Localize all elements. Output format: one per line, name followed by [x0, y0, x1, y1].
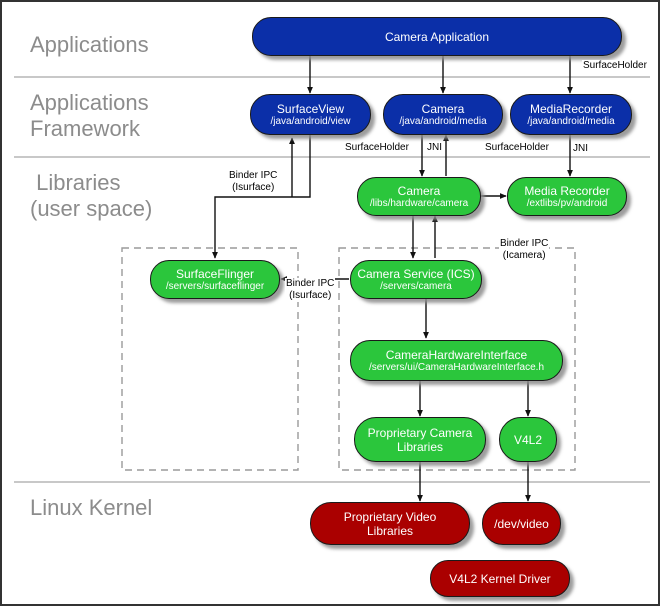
node-subtitle: /libs/hardware/camera	[369, 197, 469, 209]
node-subtitle: /servers/camera	[380, 280, 452, 292]
edge-label-binder-ipc-isurface-top: Binder IPC (Isurface)	[228, 170, 279, 194]
dashed-group-surfaceflinger	[121, 247, 299, 471]
node-title: Media Recorder	[524, 183, 610, 198]
node-dev-video[interactable]: /dev/video	[482, 502, 561, 545]
dashed-group-camera-stack	[338, 247, 576, 471]
node-camera-java[interactable]: Camera /java/android/media	[383, 94, 503, 135]
node-media-recorder-lib[interactable]: Media Recorder /extlibs/pv/android	[507, 177, 627, 216]
node-subtitle: /servers/surfaceflinger	[165, 280, 265, 292]
node-subtitle: /extlibs/pv/android	[526, 197, 608, 209]
node-mediarecorder-java[interactable]: MediaRecorder /java/android/media	[510, 94, 632, 135]
node-v4l2[interactable]: V4L2	[499, 417, 557, 462]
node-camera-hardware-interface[interactable]: CameraHardwareInterface /servers/ui/Came…	[350, 340, 563, 381]
node-v4l2-kernel-driver[interactable]: V4L2 Kernel Driver	[430, 560, 570, 597]
node-subtitle: /java/android/media	[399, 115, 487, 127]
node-subtitle: /java/android/media	[527, 115, 615, 127]
node-proprietary-video-libraries[interactable]: Proprietary Video Libraries	[310, 502, 470, 545]
edge-label-jni-camera: JNI	[426, 142, 443, 153]
node-proprietary-camera-libraries[interactable]: Proprietary Camera Libraries	[354, 417, 486, 462]
dashed-group-boxes	[121, 247, 576, 471]
layer-label-applications-framework: Applications Framework	[30, 90, 149, 141]
node-title: CameraHardwareInterface	[385, 347, 528, 362]
node-title: Camera	[397, 183, 441, 198]
edge-label-surfaceholder-mediarecorder: SurfaceHolder	[484, 142, 550, 153]
layer-label-linux-kernel: Linux Kernel	[30, 495, 153, 520]
node-surfaceflinger[interactable]: SurfaceFlinger /servers/surfaceflinger	[150, 260, 280, 299]
node-camera-service[interactable]: Camera Service (ICS) /servers/camera	[350, 260, 482, 299]
node-surfaceview[interactable]: SurfaceView /java/android/view	[250, 94, 371, 135]
node-camera-lib[interactable]: Camera /libs/hardware/camera	[357, 177, 481, 216]
node-title-line2: Libraries	[396, 439, 444, 454]
edge-label-binder-ipc-isurface-mid: Binder IPC (Isurface)	[285, 278, 336, 302]
node-title: /dev/video	[494, 516, 549, 531]
node-camera-application[interactable]: Camera Application	[252, 17, 622, 56]
node-title: Camera Application	[384, 29, 490, 44]
edge-label-binder-ipc-icamera: Binder IPC (Icamera)	[499, 238, 550, 262]
layer-label-applications: Applications	[30, 32, 149, 57]
node-title: Proprietary Camera	[367, 425, 473, 440]
node-title: Camera	[421, 101, 465, 116]
layer-label-libraries-user-space: Libraries (user space)	[30, 170, 153, 221]
node-title: Camera Service (ICS)	[357, 266, 475, 281]
edge-label-surfaceholder-app-mediarecorder: SurfaceHolder	[582, 60, 648, 71]
node-title: SurfaceFlinger	[175, 266, 255, 281]
node-title: V4L2 Kernel Driver	[449, 571, 551, 586]
edge-label-jni-mediarecorder: JNI	[572, 143, 589, 154]
node-title: SurfaceView	[276, 101, 345, 116]
node-title: V4L2	[513, 432, 543, 447]
node-title: MediaRecorder	[529, 101, 613, 116]
node-subtitle: /java/android/view	[270, 115, 351, 127]
layer-dividers	[14, 76, 650, 483]
node-subtitle: /servers/ui/CameraHardwareInterface.h	[368, 361, 545, 373]
node-title-line2: Libraries	[366, 523, 414, 538]
edge-label-surfaceholder-camera: SurfaceHolder	[344, 142, 410, 153]
node-title: Proprietary Video	[343, 509, 437, 524]
